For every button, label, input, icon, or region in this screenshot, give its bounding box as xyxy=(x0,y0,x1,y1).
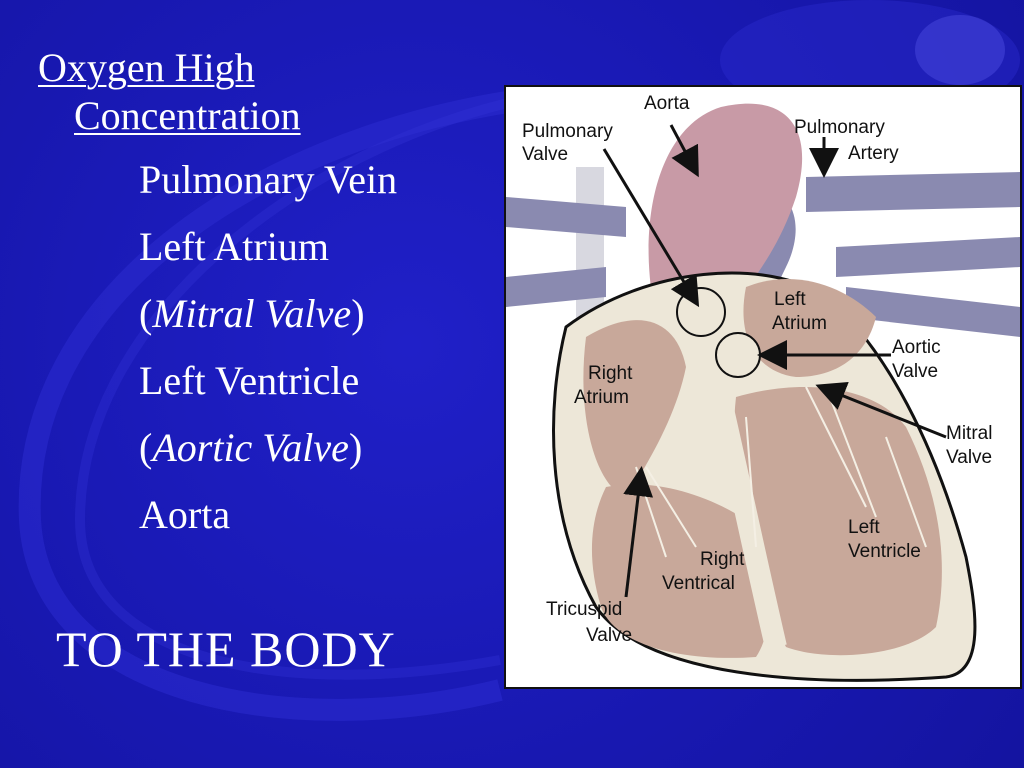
left-ventricle-chamber xyxy=(734,387,942,656)
label-mitral-valve: Mitral xyxy=(946,423,992,444)
item-paren: ) xyxy=(351,291,365,336)
item-text-italic: Mitral Valve xyxy=(152,291,352,336)
aortic-valve-shape xyxy=(715,332,761,378)
label-right-atrium: Atrium xyxy=(574,387,629,408)
label-left-atrium: Left xyxy=(774,289,806,310)
label-right-ventricle: Right xyxy=(700,549,745,570)
slide-heading: Oxygen High Concentration xyxy=(38,44,301,140)
heading-line-1: Oxygen High xyxy=(38,45,255,90)
item-paren: ) xyxy=(348,425,363,470)
septum xyxy=(695,334,787,650)
heart-diagram: Aorta Pulmonary Valve Pulmonary Artery L… xyxy=(504,85,1022,689)
pathway-list: Pulmonary Vein Left Atrium (Mitral Valve… xyxy=(139,154,397,556)
list-item: (Mitral Valve) xyxy=(139,288,397,355)
list-item: Aorta xyxy=(139,489,397,556)
item-text: Aorta xyxy=(139,492,231,537)
pulmonary-valve-shape xyxy=(676,287,726,337)
item-paren: ( xyxy=(139,425,153,470)
label-pulmonary-artery: Pulmonary xyxy=(794,117,885,138)
item-text: Pulmonary Vein xyxy=(139,157,398,202)
item-text: Left Ventricle xyxy=(139,358,360,403)
pointer-arrows xyxy=(602,124,947,598)
label-left-ventricle: Ventricle xyxy=(848,541,921,562)
label-pulmonary-valve: Valve xyxy=(522,144,568,165)
item-text-italic: Aortic Valve xyxy=(152,425,349,470)
right-ventricle-chamber xyxy=(591,484,768,658)
label-pulmonary-artery: Artery xyxy=(848,143,899,164)
list-item: Pulmonary Vein xyxy=(139,154,397,221)
label-left-ventricle: Left xyxy=(848,517,880,538)
footer-text: TO THE BODY xyxy=(56,621,396,677)
label-aortic-valve: Aortic xyxy=(892,337,941,358)
label-right-atrium: Right xyxy=(588,363,633,384)
label-mitral-valve: Valve xyxy=(946,447,992,468)
list-item: Left Ventricle xyxy=(139,355,397,422)
list-item: (Aortic Valve) xyxy=(139,422,397,489)
heart-diagram-svg: Aorta Pulmonary Valve Pulmonary Artery L… xyxy=(506,93,1020,682)
label-aorta: Aorta xyxy=(644,93,690,114)
list-item: Left Atrium xyxy=(139,221,397,288)
right-atrium-chamber xyxy=(583,320,686,497)
label-tricuspid-valve: Tricuspid xyxy=(546,599,622,620)
label-left-atrium: Atrium xyxy=(772,313,827,334)
heading-line-2: Concentration xyxy=(74,93,301,138)
item-text: Left Atrium xyxy=(139,224,329,269)
item-paren: ( xyxy=(139,291,153,336)
label-pulmonary-valve: Pulmonary xyxy=(522,121,613,142)
label-tricuspid-valve: Valve xyxy=(586,625,632,646)
label-right-ventricle: Ventrical xyxy=(662,573,735,594)
label-aortic-valve: Valve xyxy=(892,361,938,382)
